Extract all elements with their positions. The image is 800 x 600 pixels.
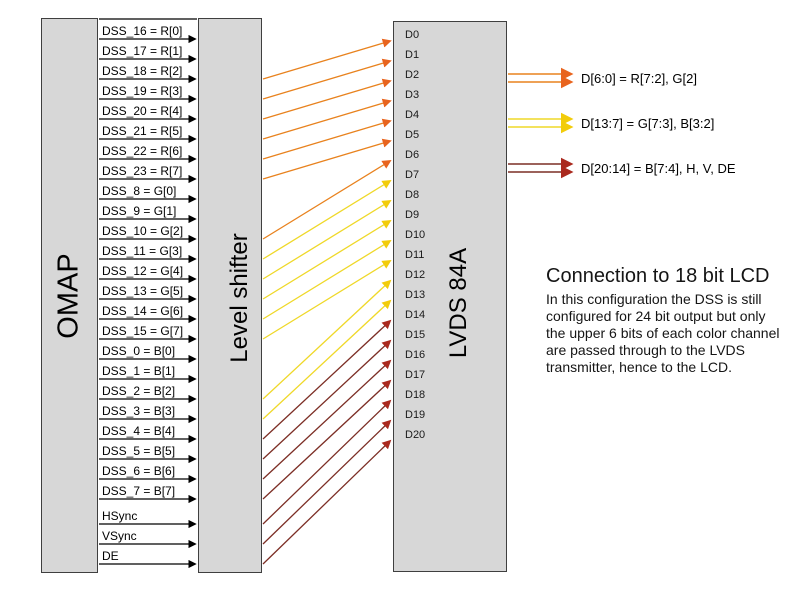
pin-label: D13: [405, 289, 426, 301]
signal-label: DSS_13 = G[5]: [102, 284, 184, 298]
signal-label: DSS_4 = B[4]: [102, 424, 176, 438]
pin-label: D1: [405, 49, 420, 61]
bus-mapping-arrow: [262, 260, 392, 340]
bus-mapping-arrow: [262, 279, 392, 400]
signal-label: DSS_20 = R[4]: [102, 104, 183, 118]
signal-label: DSS_7 = B[7]: [102, 484, 176, 498]
pin-label: D8: [405, 189, 420, 201]
note-line: In this configuration the DSS is still: [546, 291, 762, 307]
note-line: the upper 6 bits of each color channel: [546, 325, 780, 341]
pin-label: D15: [405, 329, 426, 341]
pin-label: D18: [405, 389, 426, 401]
signal-label: HSync: [102, 509, 138, 523]
note-line: configured for 24 bit output but only: [546, 308, 766, 324]
signal-label: DSS_11 = G[3]: [102, 244, 183, 258]
output-bus-label-green: D[13:7] = G[7:3], B[3:2]: [581, 116, 715, 131]
bus-mapping-arrow: [262, 359, 392, 480]
signal-label: DSS_2 = B[2]: [102, 384, 176, 398]
output-bus-label-red: D[6:0] = R[7:2], G[2]: [581, 71, 697, 86]
signal-label: DSS_10 = G[2]: [102, 224, 184, 238]
signal-label: DSS_3 = B[3]: [102, 404, 176, 418]
bus-mapping-arrow: [262, 78, 392, 120]
bus-mapping-arrow: [262, 339, 392, 460]
signal-label: DSS_6 = B[6]: [102, 464, 176, 478]
note-body: In this configuration the DSS is still c…: [546, 291, 780, 376]
signal-label: DSS_9 = G[1]: [102, 204, 177, 218]
pin-label: D17: [405, 369, 426, 381]
bus-mapping-arrow: [262, 240, 392, 320]
bus-mapping-arrow: [262, 319, 392, 440]
signal-label: VSync: [102, 529, 137, 543]
bus-mapping-arrow: [262, 200, 392, 280]
level-shifter-block-label: Level shifter: [226, 233, 253, 363]
pin-label: D9: [405, 209, 420, 221]
bus-mapping-arrow: [262, 399, 392, 525]
pin-label: D11: [405, 249, 425, 261]
signal-label: DSS_15 = G[7]: [102, 324, 184, 338]
pin-label: D5: [405, 129, 420, 141]
bus-mapping-arrow: [262, 419, 392, 545]
bus-mapping-arrow: [262, 118, 392, 160]
pin-label: D2: [405, 69, 420, 81]
signal-label: DSS_18 = R[2]: [102, 64, 183, 78]
bus-mapping-arrow: [262, 180, 392, 260]
bus-mapping-arrow: [262, 138, 392, 180]
bus-mapping-arrow: [262, 379, 392, 500]
signal-label: DSS_22 = R[6]: [102, 144, 183, 158]
bus-mapping-arrow: [262, 220, 392, 300]
pin-label: D4: [405, 109, 420, 121]
pin-label: D14: [405, 309, 426, 321]
signal-label: DSS_1 = B[1]: [102, 364, 176, 378]
signal-label: DSS_21 = R[5]: [102, 124, 183, 138]
pin-label: D19: [405, 409, 426, 421]
pin-label: D3: [405, 89, 420, 101]
pin-label: D6: [405, 149, 420, 161]
bus-mapping-arrow: [262, 38, 392, 80]
bus-mapping-arrow: [262, 439, 392, 565]
pin-label: D7: [405, 169, 420, 181]
signal-label: DSS_14 = G[6]: [102, 304, 184, 318]
signal-label: DSS_0 = B[0]: [102, 344, 176, 358]
signal-label: DSS_12 = G[4]: [102, 264, 184, 278]
level-shifter-block: [198, 18, 262, 573]
signal-label: DSS_17 = R[1]: [102, 44, 183, 58]
omap-block-label: OMAP: [52, 253, 85, 339]
signal-label: DSS_19 = R[3]: [102, 84, 183, 98]
bus-mapping-arrow: [262, 58, 392, 100]
signal-label: DSS_8 = G[0]: [102, 184, 177, 198]
signal-label: DSS_23 = R[7]: [102, 164, 183, 178]
pin-label: D0: [405, 29, 420, 41]
pin-label: D12: [405, 269, 426, 281]
bus-mapping-arrow: [262, 160, 392, 240]
signal-label: DE: [102, 549, 119, 563]
pin-label: D16: [405, 349, 426, 361]
bus-mapping-arrow: [262, 98, 392, 140]
omap-block: [41, 18, 98, 573]
pin-label: D10: [405, 229, 426, 241]
pin-label: D20: [405, 429, 426, 441]
bus-mapping-arrow: [262, 299, 392, 420]
lvds-block: [393, 21, 507, 572]
output-bus-label-blue: D[20:14] = B[7:4], H, V, DE: [581, 161, 736, 176]
note-title: Connection to 18 bit LCD: [546, 265, 770, 287]
signal-label: DSS_16 = R[0]: [102, 24, 183, 38]
lvds-block-label: LVDS 84A: [445, 247, 472, 359]
signal-label: DSS_5 = B[5]: [102, 444, 176, 458]
note-line: are passed through to the LVDS: [546, 342, 745, 358]
note-line: transmitter, hence to the LCD.: [546, 359, 732, 375]
